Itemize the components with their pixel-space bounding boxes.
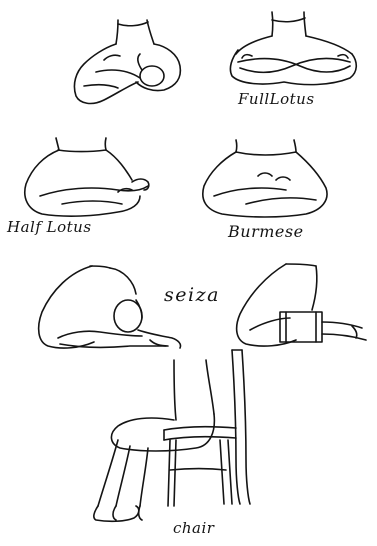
burmese-drawing [203, 140, 327, 217]
seiza-drawing [39, 266, 181, 348]
full-lotus-drawing [230, 12, 356, 85]
burmese-label: Burmese [228, 224, 304, 240]
chair-drawing [94, 350, 250, 521]
seiza-bench-drawing [237, 264, 366, 346]
full-lotus-side-drawing [74, 20, 180, 103]
full-lotus-label: FullLotus [238, 92, 315, 107]
half-lotus-label: Half Lotus [7, 220, 92, 235]
seiza-label: seiza [164, 286, 220, 305]
half-lotus-drawing [25, 138, 149, 216]
chair-label: chair [173, 521, 214, 536]
